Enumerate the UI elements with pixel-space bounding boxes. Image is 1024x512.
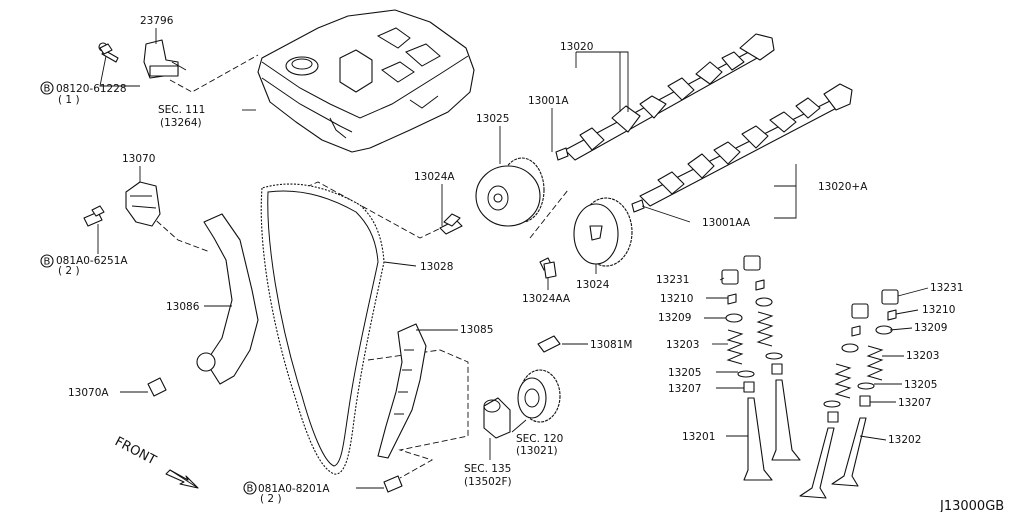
- label-13025: 13025: [476, 113, 509, 125]
- front-arrow: [165, 469, 199, 489]
- label-13081M: 13081M: [590, 339, 632, 351]
- sec-135-ref: (13502F): [464, 476, 512, 488]
- slack-guide-13086-illustration: [196, 213, 259, 385]
- label-13028: 13028: [420, 261, 453, 273]
- label-13001AA: 13001AA: [702, 217, 751, 229]
- bolt-ref-2-symbol: B: [44, 257, 51, 268]
- crank-sprocket-illustration: [483, 369, 561, 439]
- valve-train-illustration: [721, 255, 899, 499]
- rocker-cover-illustration: [257, 9, 475, 153]
- label-13231-right: 13231: [930, 282, 963, 294]
- diagram-id: J13000GB: [939, 499, 1004, 512]
- label-13207-left: 13207: [668, 383, 701, 395]
- camshaft-upper-illustration: [555, 33, 775, 161]
- front-label: FRONT: [112, 434, 158, 468]
- label-13205-right: 13205: [904, 379, 937, 391]
- sec-120-ref: (13021): [516, 445, 558, 457]
- label-13024A: 13024A: [414, 171, 455, 183]
- label-13202: 13202: [888, 434, 921, 446]
- bolt-ref-2-part: 081A0-6251A: [56, 255, 128, 267]
- sec-111-ref: (13264): [160, 117, 202, 129]
- bolt-ref-1-qty: ( 1 ): [58, 94, 80, 106]
- bolt-ref-2-qty: ( 2 ): [58, 265, 80, 277]
- label-13210-left: 13210: [660, 293, 693, 305]
- bolt-ref-3-qty: ( 2 ): [260, 493, 282, 505]
- label-23796: 23796: [140, 15, 174, 27]
- bolt-ref-symbols: [40, 81, 257, 495]
- label-13085: 13085: [460, 324, 493, 336]
- label-13020A: 13020+A: [818, 181, 868, 193]
- part-labels: 23796 B 08120-61228 ( 1 ) SEC. 111 (1326…: [44, 15, 1005, 512]
- sec-135-label: SEC. 135: [464, 463, 511, 475]
- label-13203-right: 13203: [906, 350, 939, 362]
- sec-111-label: SEC. 111: [158, 104, 205, 116]
- label-13001A: 13001A: [528, 95, 569, 107]
- label-13201: 13201: [682, 431, 715, 443]
- camshaft-lower-illustration: [631, 83, 853, 213]
- timing-chain-illustration: [260, 183, 385, 475]
- tension-guide-13085-illustration: [377, 323, 427, 459]
- label-13070A: 13070A: [68, 387, 109, 399]
- label-13207-right: 13207: [898, 397, 931, 409]
- label-13210-right: 13210: [922, 304, 955, 316]
- bolt-ref-1-symbol: B: [44, 84, 51, 95]
- label-13024AA: 13024AA: [522, 293, 571, 305]
- label-13209-left: 13209: [658, 312, 691, 324]
- bolts-illustrations: [83, 43, 561, 493]
- cam-sprocket-13024-illustration: [573, 197, 633, 267]
- label-13205-left: 13205: [668, 367, 701, 379]
- label-13020: 13020: [560, 41, 593, 53]
- bolt-ref-3-symbol: B: [247, 484, 254, 495]
- leader-lines: [97, 28, 929, 489]
- bolt-ref-1-part: 08120-61228: [56, 83, 127, 95]
- label-13231-left: 13231: [656, 274, 689, 286]
- label-13086: 13086: [166, 301, 200, 313]
- label-13024: 13024: [576, 279, 610, 291]
- sec-120-label: SEC. 120: [516, 433, 563, 445]
- label-13209-right: 13209: [914, 322, 947, 334]
- vvt-sprocket-13025-illustration: [475, 157, 545, 227]
- bolt-ref-3-part: 081A0-8201A: [258, 483, 330, 495]
- chain-tensioner-13070-illustration: [125, 181, 161, 227]
- camshaft-sensor-illustration: [98, 39, 187, 79]
- label-13070: 13070: [122, 153, 155, 165]
- label-13203-left: 13203: [666, 339, 699, 351]
